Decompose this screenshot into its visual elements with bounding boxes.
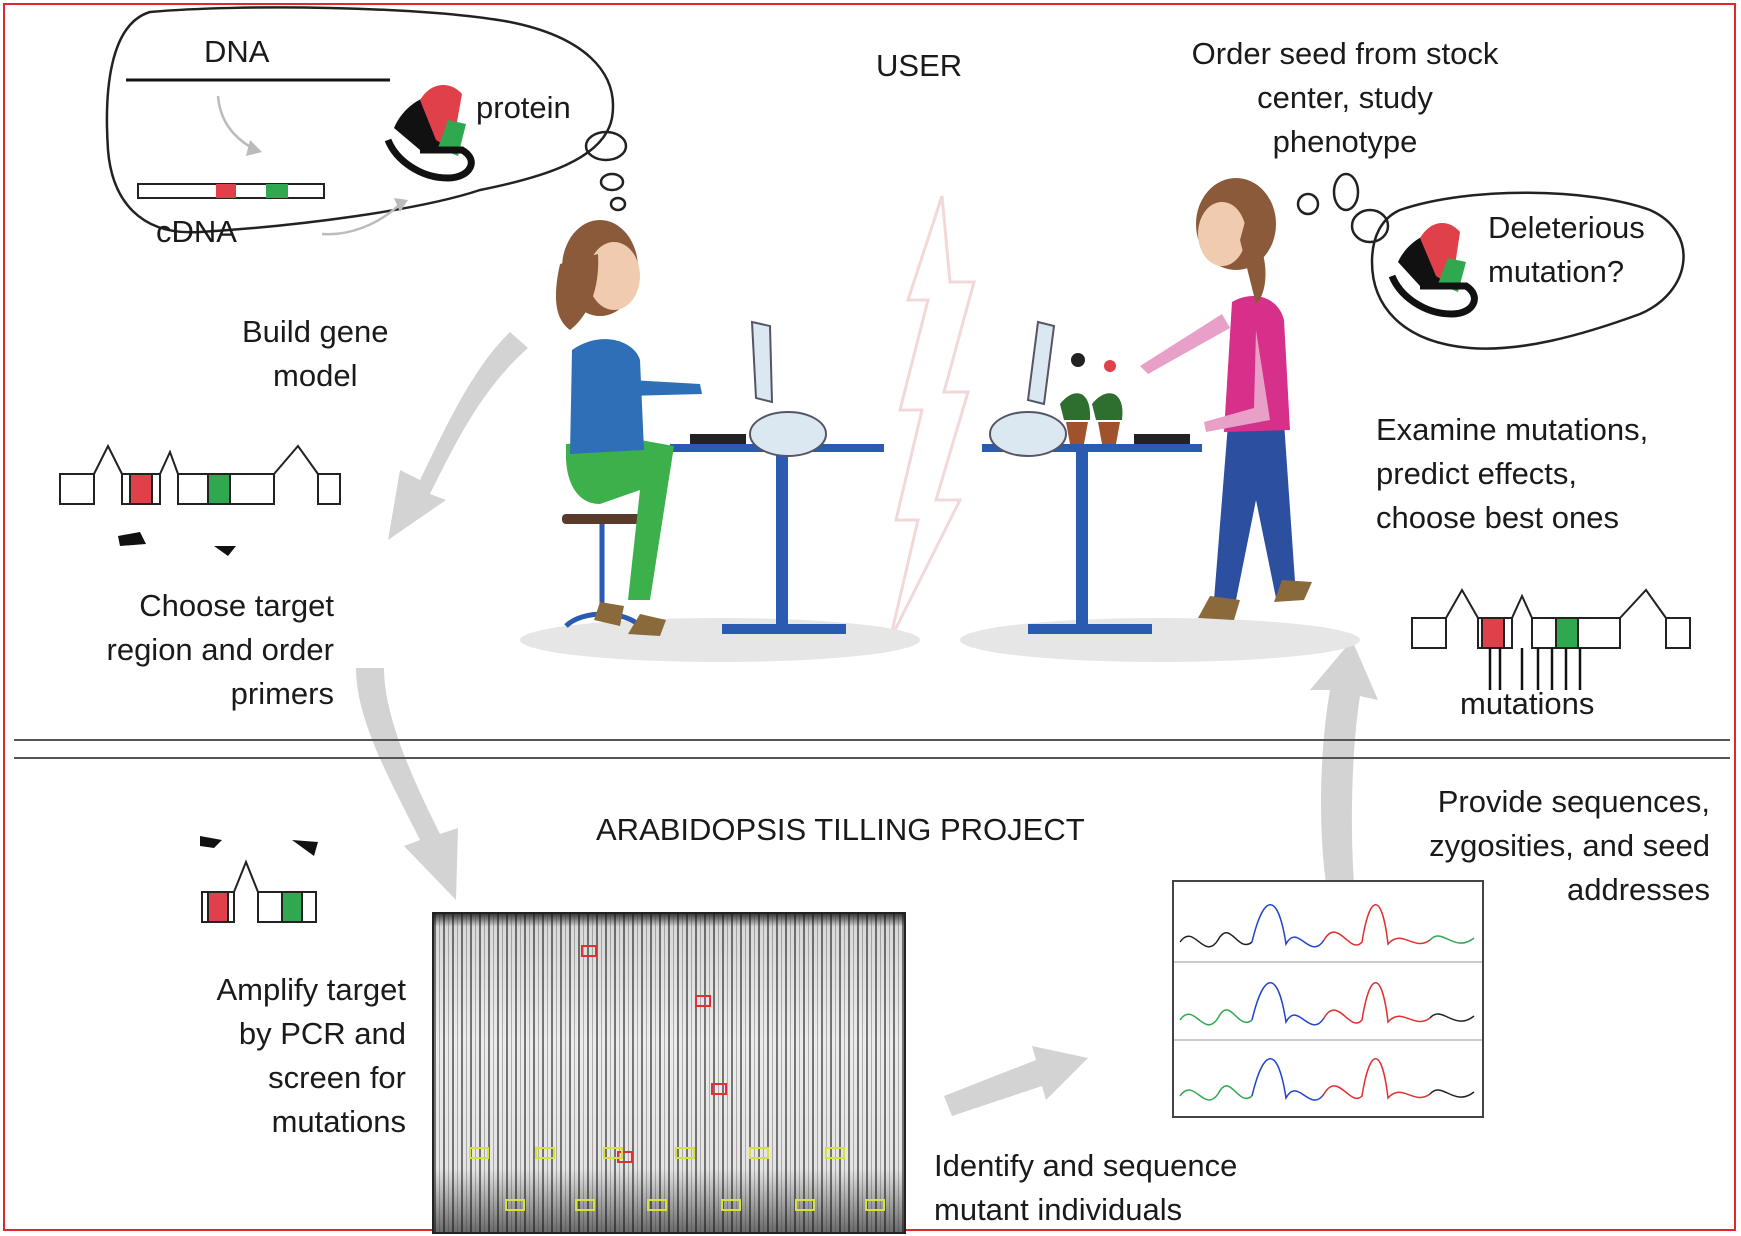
cdna-bar <box>137 183 325 199</box>
mutations-label: mutations <box>1460 686 1595 721</box>
woman-standing-icon <box>1140 178 1312 620</box>
primer-forward-icon <box>118 532 146 546</box>
cdna-label: cDNA <box>156 214 237 249</box>
plant-icon <box>1060 353 1123 444</box>
thought-bubble-icon <box>105 6 628 234</box>
woman-seated-icon <box>555 220 702 636</box>
dna-label: DNA <box>204 34 270 69</box>
gene-model-small <box>201 859 317 923</box>
protein-icon <box>384 84 475 182</box>
gel-image <box>432 912 906 1234</box>
dna-to-cdna-arrow <box>216 95 253 150</box>
computer-right-icon <box>982 320 1202 634</box>
protein-icon-right <box>1388 222 1478 318</box>
examine-label: Examine mutations,predict effects,choose… <box>1376 412 1649 535</box>
arabidopsis-label: ARABIDOPSIS TILLING PROJECT <box>596 812 1085 847</box>
thought-bubble-right-icon <box>1296 172 1685 350</box>
protein-label: protein <box>476 90 571 125</box>
gene-model-right <box>1411 587 1691 649</box>
mutation-ticks <box>1488 648 1582 690</box>
workflow-arrows <box>356 332 1378 1116</box>
user-label: USER <box>876 48 963 83</box>
computer-left-icon <box>670 320 884 634</box>
chromatogram-image <box>1172 880 1484 1118</box>
gene-model-left <box>59 443 341 505</box>
primer-reverse-icon <box>214 546 236 556</box>
